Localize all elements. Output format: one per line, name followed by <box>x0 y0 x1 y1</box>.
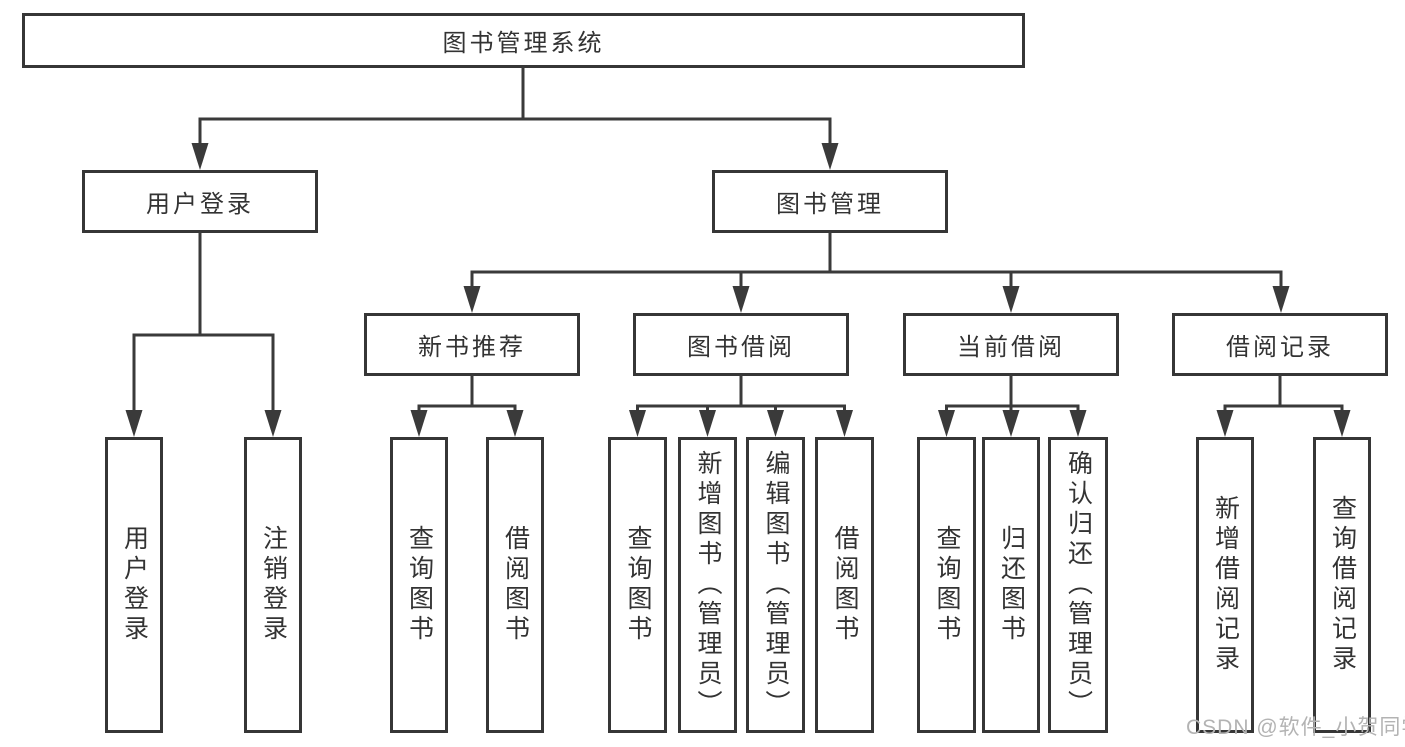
node-label: 归还图书 <box>997 525 1026 645</box>
node-library-system-root: 图书管理系统 <box>22 13 1025 68</box>
node-book-management: 图书管理 <box>712 170 948 233</box>
leaf-records-query-record: 查询借阅记录 <box>1313 437 1371 733</box>
node-borrow-records: 借阅记录 <box>1172 313 1388 376</box>
node-label: 确认归还（管理员） <box>1064 450 1093 720</box>
leaf-records-add-record: 新增借阅记录 <box>1196 437 1254 733</box>
leaf-current-query-books: 查询图书 <box>917 437 976 733</box>
leaf-borrowing-borrow-books: 借阅图书 <box>815 437 874 733</box>
node-label: 查询图书 <box>624 525 652 645</box>
leaf-borrowing-add-books-admin: 新增图书（管理员） <box>678 437 737 733</box>
node-label: 新书推荐 <box>418 334 526 361</box>
node-label: 图书管理系统 <box>442 30 605 57</box>
leaf-current-confirm-return-admin: 确认归还（管理员） <box>1048 437 1108 733</box>
leaf-newbooks-query-books: 查询图书 <box>390 437 448 733</box>
node-label: 编辑图书（管理员） <box>762 450 790 720</box>
node-new-book-recommend: 新书推荐 <box>364 313 580 376</box>
node-label: 用户登录 <box>120 525 149 645</box>
leaf-borrowing-query-books: 查询图书 <box>608 437 667 733</box>
leaf-current-return-books: 归还图书 <box>982 437 1040 733</box>
node-current-borrowing: 当前借阅 <box>903 313 1119 376</box>
leaf-newbooks-borrow-books: 借阅图书 <box>486 437 544 733</box>
node-label: 借阅图书 <box>831 525 859 645</box>
node-label: 查询图书 <box>405 525 434 645</box>
node-label: 图书借阅 <box>687 334 795 361</box>
node-label: 图书管理 <box>776 191 884 218</box>
node-book-borrowing: 图书借阅 <box>633 313 849 376</box>
node-user-login: 用户登录 <box>82 170 318 233</box>
node-label: 新增图书（管理员） <box>694 450 722 720</box>
node-label: 新增借阅记录 <box>1211 495 1240 675</box>
leaf-logout-login: 注销登录 <box>244 437 302 733</box>
node-label: 查询借阅记录 <box>1328 495 1357 675</box>
watermark: CSDN @软件_小贺同学 <box>1186 716 1405 739</box>
node-label: 查询图书 <box>933 525 961 645</box>
node-label: 借阅图书 <box>501 525 530 645</box>
node-label: 注销登录 <box>259 525 288 645</box>
node-label: 当前借阅 <box>957 334 1065 361</box>
leaf-borrowing-edit-books-admin: 编辑图书（管理员） <box>746 437 805 733</box>
leaf-user-login: 用户登录 <box>105 437 163 733</box>
node-label: 用户登录 <box>146 191 254 218</box>
node-label: 借阅记录 <box>1226 334 1334 361</box>
